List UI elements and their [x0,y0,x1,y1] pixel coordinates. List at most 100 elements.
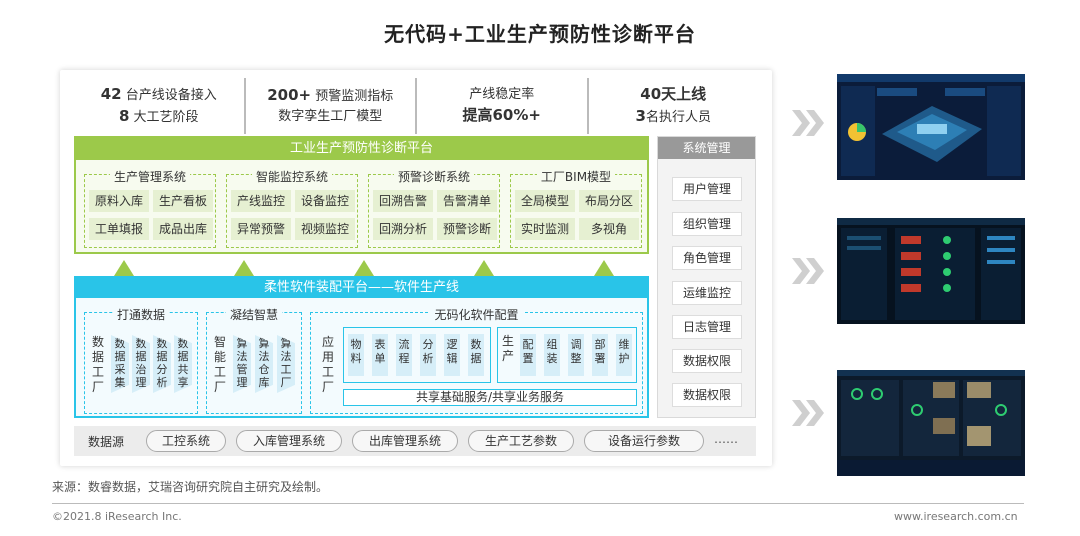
module-arrow: 数据共享 [174,335,192,393]
config-item: 组装 [544,334,560,376]
data-source-pill: 生产工艺参数 [468,430,574,452]
stat-text: 台产线设备接入 [121,88,217,103]
platform-diagram: 42 台产线设备接入 8 大工艺阶段 200+ 预警监测指标 数字孪生工厂模型 … [60,70,772,466]
software-assembly-header: 柔性软件装配平台——软件生产线 [76,278,647,298]
app-factory-label: 应用工厂 [321,335,334,394]
diagnosis-platform: 工业生产预防性诊断平台 生产管理系统 原料入库 生产看板 工单填报 成品出库 智… [74,136,649,254]
config-item: 分析 [420,334,436,376]
footer-divider [52,503,1024,504]
module-arrow: 数据采集 [111,335,129,393]
stat-3: 产线稳定率 提高60%+ [415,78,587,134]
arrow-up-icon [594,260,614,276]
double-chevron-right-icon [792,400,824,426]
stat-number: 40 [640,85,662,103]
module-box: 设备监控 [295,190,355,212]
config-item: 调整 [568,334,584,376]
nocode-config-section: 无码化软件配置 应用工厂 物料 表单 流程 分析 逻辑 数据 生产 配置 组装 … [310,308,643,414]
data-source-pill: 设备运行参数 [584,430,704,452]
sys-item-role: 角色管理 [672,246,742,270]
sys-item-user: 用户管理 [672,177,742,201]
module-box: 告警清单 [437,190,497,212]
stat-number: 8 [118,107,130,125]
module-box: 工单填报 [89,218,149,240]
arrow-up-icon [354,260,374,276]
sys-item-ops: 运维监控 [672,281,742,305]
sys-item-org: 组织管理 [672,212,742,236]
section-title: 无码化软件配置 [430,308,523,322]
data-source-more: …… [714,432,738,446]
data-factory-label: 数据工厂 [91,335,104,394]
page-title: 无代码+工业生产预防性诊断平台 [384,22,696,46]
stat-text: 产线稳定率 [469,87,535,102]
module-box: 布局分区 [579,190,639,212]
data-source-label: 数据源 [88,435,125,449]
stat-2: 200+ 预警监测指标 数字孪生工厂模型 [243,78,416,134]
system-title: 生产管理系统 [109,170,190,184]
sys-item-data-perm: 数据权限 [672,383,742,407]
config-group-2: 生产 配置 组装 调整 部署 维护 [497,327,637,383]
dashboard-screenshot-3d [837,74,1025,180]
sys-item-log: 日志管理 [672,315,742,339]
config-item: 流程 [396,334,412,376]
stat-number: 200+ [267,86,312,104]
module-box: 异常预警 [231,218,291,240]
config-item: 维护 [616,334,632,376]
arrow-up-icon [474,260,494,276]
data-source-bar: 数据源 工控系统 入库管理系统 出库管理系统 生产工艺参数 设备运行参数 …… [74,426,756,456]
module-arrow: 算法工厂 [277,335,295,393]
stat-text: 预警监测指标 [311,89,394,104]
production-label: 生产 [501,334,514,363]
section-title: 凝结智慧 [225,308,282,322]
smart-monitor-system: 智能监控系统 产线监控 设备监控 异常预警 视频监控 [226,170,358,248]
factory-bim-model: 工厂BIM模型 全局模型 布局分区 实时监测 多视角 [510,170,642,248]
website: www.iresearch.com.cn [894,510,1018,523]
data-source-pill: 工控系统 [146,430,226,452]
copyright: ©2021.8 iResearch Inc. [52,510,182,523]
dashboard-screenshot-video [837,370,1025,476]
system-title: 预警诊断系统 [393,170,474,184]
system-management-header: 系统管理 [658,137,755,159]
wisdom-section: 凝结智慧 智能工厂 算法管理 算法仓库 算法工厂 [206,308,302,414]
module-arrow: 算法管理 [233,335,251,393]
arrow-up-icon [114,260,134,276]
config-item: 表单 [372,334,388,376]
module-box: 产线监控 [231,190,291,212]
module-box: 预警诊断 [437,218,497,240]
module-box: 视频监控 [295,218,355,240]
stat-4: 40天上线 3名执行人员 [586,78,759,134]
module-box: 回溯告警 [373,190,433,212]
stat-text: 名执行人员 [645,110,711,125]
stats-row: 42 台产线设备接入 8 大工艺阶段 200+ 预警监测指标 数字孪生工厂模型 … [74,78,758,134]
module-box: 多视角 [579,218,639,240]
system-title: 智能监控系统 [251,170,332,184]
module-arrow: 数据分析 [153,335,171,393]
stat-1: 42 台产线设备接入 8 大工艺阶段 [74,78,244,134]
double-chevron-right-icon [792,258,824,284]
config-item: 部署 [592,334,608,376]
data-source-pill: 入库管理系统 [236,430,342,452]
data-source-pill: 出库管理系统 [352,430,458,452]
smart-factory-label: 智能工厂 [213,335,226,394]
system-management: 系统管理 用户管理 组织管理 角色管理 运维监控 日志管理 数据权限 数据权限 [657,136,756,418]
module-box: 生产看板 [153,190,213,212]
config-group-1: 物料 表单 流程 分析 逻辑 数据 [343,327,491,383]
module-box: 原料入库 [89,190,149,212]
stat-number: 42 [100,85,122,103]
diagnosis-platform-header: 工业生产预防性诊断平台 [76,138,647,160]
module-box: 成品出库 [153,218,213,240]
shared-services-bar: 共享基础服务/共享业务服务 [343,389,637,406]
stat-number: 3 [635,107,646,125]
module-box: 全局模型 [515,190,575,212]
section-title: 打通数据 [112,308,169,322]
module-box: 实时监测 [515,218,575,240]
config-item: 逻辑 [444,334,460,376]
config-item: 配置 [520,334,536,376]
double-chevron-right-icon [792,110,824,136]
production-mgmt-system: 生产管理系统 原料入库 生产看板 工单填报 成品出库 [84,170,216,248]
config-item: 数据 [468,334,484,376]
stat-text: 数字孪生工厂模型 [278,109,383,124]
up-arrows [114,260,614,276]
data-connect-section: 打通数据 数据工厂 数据采集 数据治理 数据分析 数据共享 [84,308,198,414]
sys-item-data-perm: 数据权限 [672,349,742,373]
dashboard-screenshot-monitor [837,218,1025,324]
